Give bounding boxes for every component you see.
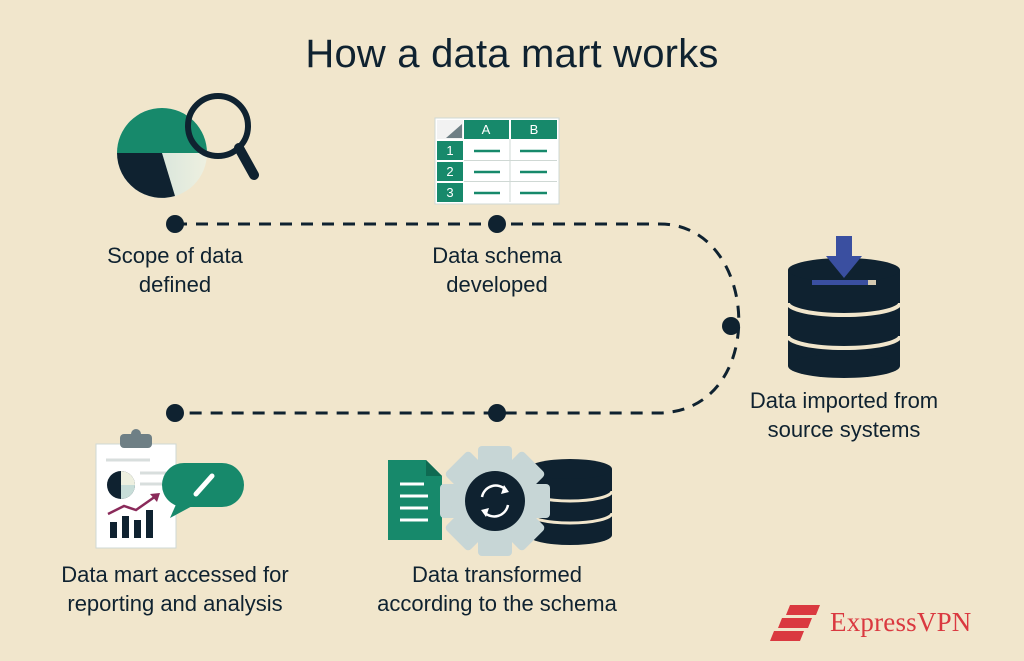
page-title: How a data mart works [305,32,719,76]
step-node-5 [166,404,184,422]
magnifier-icon [185,93,259,180]
flow-path [175,222,741,415]
step-2-line1: Data schema [432,243,562,268]
step-label-1: Scope of data defined [25,241,325,299]
step-node-2 [488,215,506,233]
spreadsheet-icon: A B 1 2 3 [434,117,560,205]
step-4-line2: according to the schema [377,591,617,616]
step-label-4: Data transformed according to the schema [347,560,647,618]
document-icon [388,460,442,540]
schema-row-2: 2 [446,164,453,179]
step-1-line1: Scope of data [107,243,243,268]
database-import-icon [786,236,902,378]
step-2-line2: developed [446,272,548,297]
step-5-line1: Data mart accessed for [61,562,289,587]
schema-row-1: 1 [446,143,453,158]
step-label-5: Data mart accessed for reporting and ana… [25,560,325,618]
step-node-4 [488,404,506,422]
report-clipboard-icon [95,429,177,549]
schema-col-a: A [482,122,491,137]
schema-col-b: B [530,122,539,137]
step-5-line2: reporting and analysis [67,591,283,616]
step-3-line1: Data imported from [749,388,939,413]
brand-name: ExpressVPN [830,607,972,637]
step-1-line2: defined [138,272,212,297]
step-node-3 [722,317,740,335]
expressvpn-logo-icon [770,605,820,641]
schema-row-3: 3 [446,185,453,200]
step-node-1 [166,215,184,233]
chat-edit-icon [162,463,244,518]
gear-sync-icon [440,446,550,556]
pie-chart-icon [117,108,207,198]
step-4-line1: Data transformed [412,562,582,587]
step-label-2: Data schema developed [347,241,647,299]
step-3-line2: source systems [767,417,921,442]
step-label-3: Data imported from source systems [694,386,994,444]
